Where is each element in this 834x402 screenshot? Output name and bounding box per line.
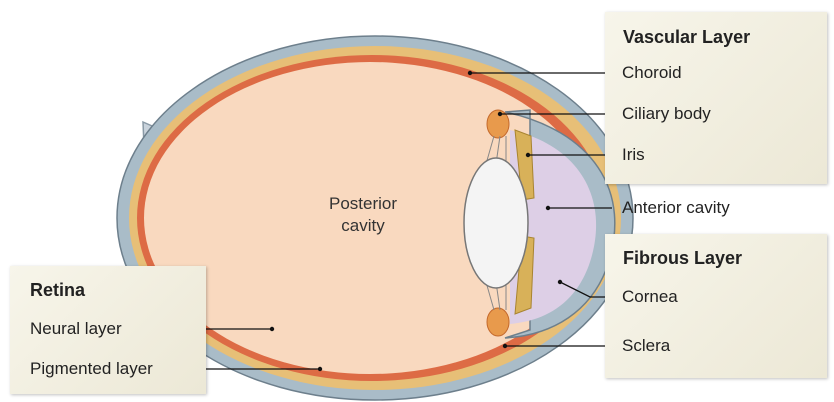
anterior-cavity-label: Anterior cavity — [622, 198, 730, 218]
cornea-label: Cornea — [622, 287, 678, 307]
lens — [464, 158, 528, 288]
pigmented-layer-label: Pigmented layer — [30, 359, 153, 379]
choroid-label: Choroid — [622, 63, 682, 83]
ciliary-body-label: Ciliary body — [622, 104, 711, 124]
posterior-cavity-line1: Posterior — [318, 193, 408, 215]
neural-layer-label: Neural layer — [30, 319, 122, 339]
posterior-cavity-line2: cavity — [318, 215, 408, 237]
iris-label: Iris — [622, 145, 645, 165]
posterior-cavity-label: Posterior cavity — [318, 193, 408, 237]
vascular-layer-title: Vascular Layer — [623, 27, 750, 48]
retina-panel: Retina Neural layer Pigmented layer — [10, 266, 206, 394]
retina-title: Retina — [30, 280, 85, 301]
sclera-label: Sclera — [622, 336, 670, 356]
ciliary-body-lower — [487, 308, 509, 336]
fibrous-layer-title: Fibrous Layer — [623, 248, 742, 269]
